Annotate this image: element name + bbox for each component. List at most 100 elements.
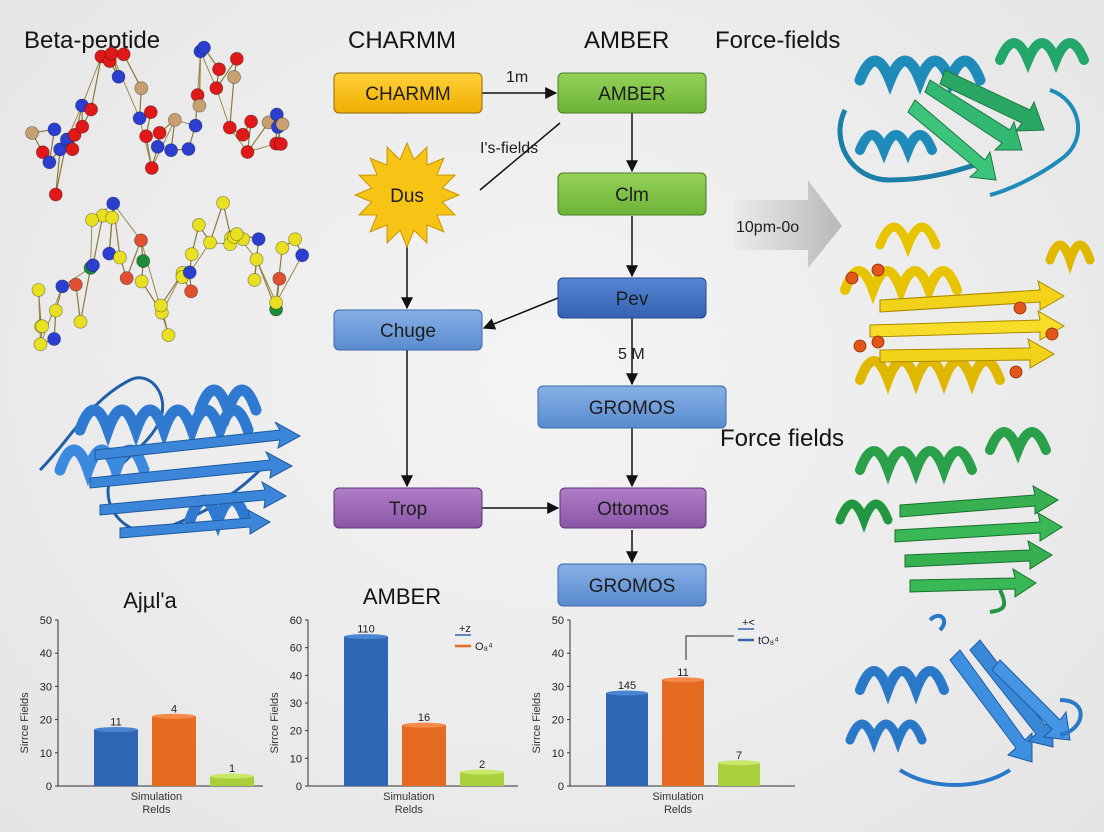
bar-2: [402, 725, 446, 786]
heading-force-fields: Force-fields: [715, 27, 840, 54]
y-tick-label: 40: [40, 648, 52, 660]
data-label: 11: [677, 667, 688, 679]
bar-top: [210, 773, 254, 779]
edge-label-5m: 5 M: [618, 346, 645, 363]
node-trop-label: Trop: [389, 499, 427, 520]
y-tick-label: 60: [290, 615, 302, 627]
edge-pev-chuge: [482, 297, 559, 330]
node-charmm[interactable]: CHARMM: [333, 72, 483, 114]
node-pev-label: Pev: [616, 289, 649, 310]
arrow-label: 10pm-0o: [736, 219, 799, 236]
bar-1: [606, 693, 648, 786]
legend-entry-1: +<: [742, 617, 755, 629]
bar-1: [94, 729, 138, 786]
edge-label-fields: I's-fields: [480, 140, 538, 157]
node-chuge[interactable]: Chuge: [333, 309, 483, 351]
legend-entry-2: tO₈⁴: [758, 635, 779, 647]
node-pev[interactable]: Pev: [557, 277, 707, 319]
y-tick-label: 40: [552, 648, 564, 660]
bar-top: [94, 727, 138, 733]
data-label: 2: [479, 759, 485, 771]
bar-top: [152, 713, 196, 719]
bar-top: [460, 769, 504, 775]
right-arrow-icon: 10pm-0o: [733, 180, 842, 268]
node-dus-label: Dus: [390, 186, 424, 207]
y-tick-label: 10: [552, 748, 564, 760]
bar-top: [344, 634, 388, 640]
data-label: 1: [229, 763, 235, 775]
y-tick-label: 20: [290, 726, 302, 738]
node-gromos-1-label: GROMOS: [589, 398, 676, 419]
chart-legend: +<tO₈⁴: [685, 617, 779, 660]
protein-blue-icon: [38, 376, 302, 539]
data-label: 145: [618, 680, 636, 692]
bar-3: [210, 776, 254, 786]
y-tick-label: 50: [40, 615, 52, 627]
bar-top: [606, 690, 648, 696]
bar-1: [344, 636, 388, 786]
heading-charmm: CHARMM: [348, 27, 456, 54]
legend-entry-1: +z: [459, 623, 471, 635]
y-tick-label: 20: [552, 715, 564, 727]
data-label: 4: [171, 703, 177, 715]
legend-leader-line: [685, 635, 734, 660]
node-dus[interactable]: Dus: [353, 141, 461, 249]
data-label: 7: [736, 750, 742, 762]
node-gromos-2-label: GROMOS: [589, 576, 676, 597]
y-tick-label: 50: [552, 615, 564, 627]
node-amber[interactable]: AMBER: [557, 72, 707, 114]
y-tick-label: 40: [290, 670, 302, 682]
beta-peptide-red-blue-icon: [25, 40, 290, 202]
heading-beta-peptide: Beta-peptide: [24, 27, 160, 54]
heading-force-fields-mid: Force fields: [720, 425, 844, 452]
data-label: 16: [418, 712, 430, 724]
node-clm-label: Clm: [615, 185, 649, 206]
chart-title: AMBER: [363, 584, 441, 609]
bar-top: [662, 677, 704, 683]
y-tick-label: 30: [40, 681, 52, 693]
y-tick-label: 10: [290, 753, 302, 765]
node-amber-label: AMBER: [598, 84, 666, 105]
edge-label-1m: 1m: [506, 69, 528, 86]
node-trop[interactable]: Trop: [333, 487, 483, 529]
beta-peptide-yellow-green-icon: [31, 196, 310, 352]
protein-green-icon: [835, 427, 1063, 614]
node-gromos-1[interactable]: GROMOS: [537, 385, 727, 429]
chart-title: Ajµl'a: [123, 588, 177, 613]
y-axis-title: Sirrce Fields: [269, 692, 281, 754]
data-label: 11: [110, 717, 121, 729]
bar-3: [460, 772, 504, 786]
node-gromos-2[interactable]: GROMOS: [557, 563, 707, 607]
starburst-icon: [353, 141, 461, 249]
y-tick-label: 10: [40, 748, 52, 760]
bar-top: [402, 722, 446, 728]
data-label: 110: [357, 624, 375, 636]
heading-amber: AMBER: [584, 27, 669, 54]
y-tick-label: 30: [552, 681, 564, 693]
node-ottomos-label: Ottomos: [597, 499, 669, 520]
node-clm[interactable]: Clm: [557, 172, 707, 216]
protein-teal-green-icon: [837, 38, 1089, 197]
bar-3: [718, 762, 760, 786]
flow-edges: [401, 87, 638, 564]
bar-top: [718, 760, 760, 766]
legend-entry-2: O₈⁴: [475, 641, 493, 653]
node-chuge-label: Chuge: [380, 321, 436, 342]
y-tick-label: 60: [290, 643, 302, 655]
y-axis-title: Sirrce Fields: [531, 692, 543, 754]
node-charmm-label: CHARMM: [365, 84, 451, 105]
protein-yellow-icon: [840, 222, 1095, 395]
y-tick-label: 0: [558, 781, 564, 793]
node-ottomos[interactable]: Ottomos: [559, 487, 707, 529]
protein-blue-small-icon: [845, 613, 1083, 787]
bar-2: [152, 716, 196, 786]
